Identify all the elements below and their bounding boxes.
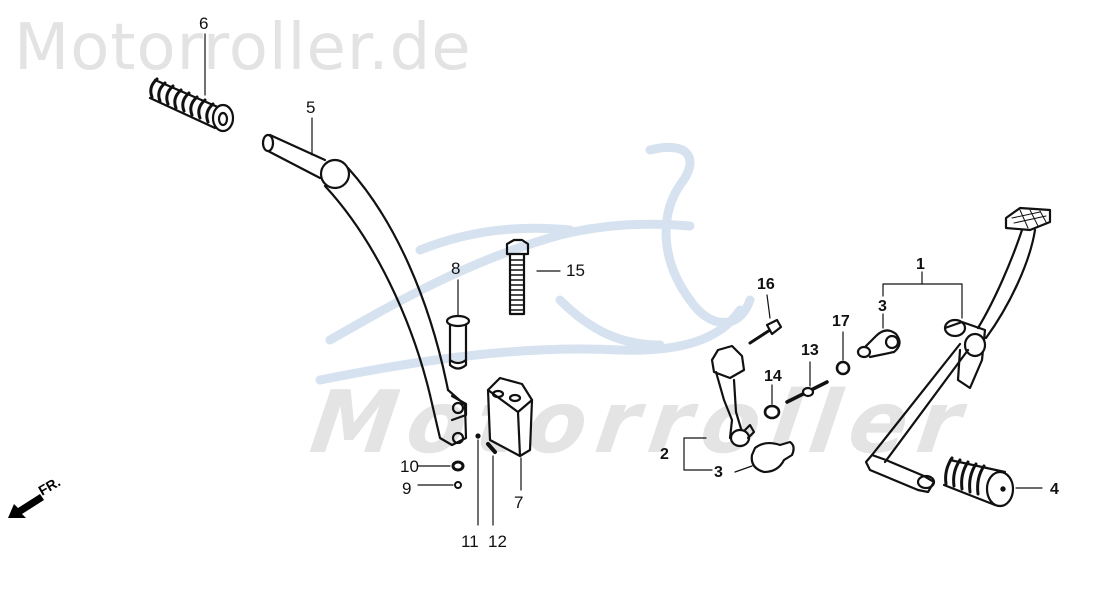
part-label-washer: 10 — [400, 457, 419, 476]
part-label-nut-17: 17 — [832, 313, 850, 330]
part-label-bracket-block: 7 — [514, 493, 524, 512]
bolt-16-drawing — [748, 294, 783, 345]
adjust-rod-drawing — [785, 361, 829, 404]
line-art — [148, 33, 1052, 526]
part-label-pedal-rubber: 4 — [1050, 481, 1059, 498]
bolt-15-drawing — [505, 238, 561, 316]
part-label-cotter-pin: 11 — [461, 532, 479, 551]
part-label-joint-lower: 3 — [714, 464, 723, 481]
pedal-rubber-drawing — [942, 456, 1043, 508]
washer-drawing — [451, 460, 465, 472]
front-direction-arrow-icon — [8, 494, 44, 518]
kick-rubber-drawing — [148, 77, 235, 133]
kick-arm-drawing — [261, 133, 468, 447]
shift-arm-drawing — [710, 344, 756, 448]
bracket-block-drawing — [486, 376, 534, 491]
part-label-spring-pin: 12 — [488, 532, 507, 551]
watermark-top: Motorroller.de — [14, 11, 472, 85]
part-label-brake-pedal-assembly: 1 — [916, 256, 925, 273]
part-label-pivot-pin: 8 — [451, 259, 461, 278]
part-label-kick-arm: 5 — [306, 98, 316, 117]
part-label-washer-small: 9 — [402, 479, 412, 498]
scooter-logo-watermark — [315, 142, 755, 385]
washer-small-drawing — [454, 481, 462, 489]
joint-upper-drawing — [856, 313, 901, 359]
nut-14-drawing — [763, 404, 781, 420]
brake-pedal-drawing — [864, 206, 1052, 494]
part-label-bolt-15: 15 — [566, 261, 585, 280]
part-label-nut-14: 14 — [764, 368, 782, 385]
pivot-pin-drawing — [445, 279, 471, 370]
nut-17-drawing — [835, 360, 851, 376]
part-label-adjust-rod: 13 — [801, 342, 819, 359]
part-label-kick-rubber: 6 — [199, 14, 209, 33]
joint-lower-drawing — [734, 440, 795, 474]
part-label-bolt-16: 16 — [757, 276, 775, 293]
part-label-joint-upper: 3 — [878, 298, 887, 315]
part-label-shift-arm-assembly: 2 — [660, 446, 669, 463]
